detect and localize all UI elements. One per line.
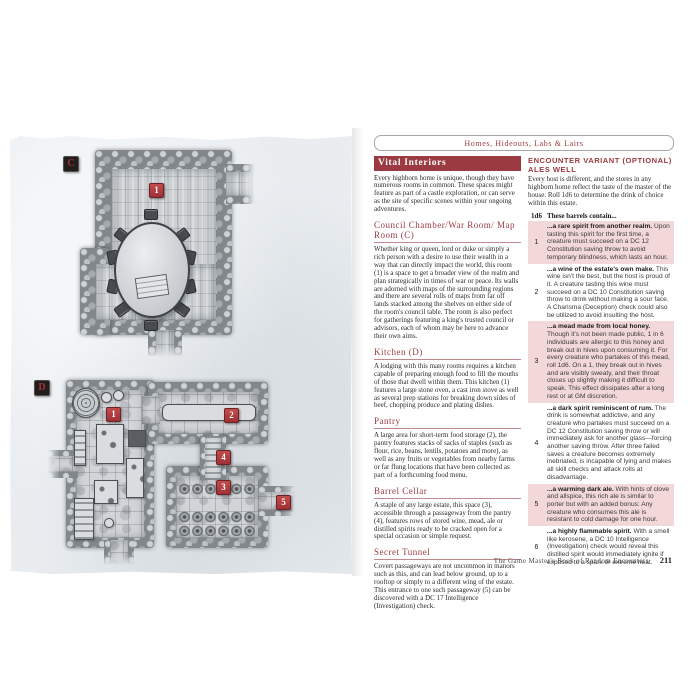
- table-header-row: 1d6 These barrels contain...: [528, 212, 674, 220]
- table-row-lead: ...a rare spirit from another realm.: [547, 223, 653, 231]
- table-header-result: These barrels contain...: [547, 212, 617, 221]
- table-roll-value: 3: [534, 358, 539, 366]
- prep-station: [96, 424, 124, 464]
- page-gutter-shadow: [352, 128, 364, 576]
- table-header-roll: 1d6: [531, 212, 542, 221]
- ales-table: 1 ...a rare spirit from another realm. U…: [528, 221, 674, 569]
- chair: [144, 320, 158, 331]
- pantry-table: [162, 404, 256, 421]
- wash-station: [126, 458, 144, 498]
- table-row-lead: ...a warming dark ale.: [547, 485, 614, 493]
- chair: [144, 209, 158, 220]
- map-d-marker-1: 1: [106, 407, 121, 422]
- storage-rack: [74, 498, 94, 540]
- map-d-marker-2: 2: [224, 408, 239, 423]
- cook-pot: [101, 392, 112, 403]
- map-c-south-corridor: [148, 330, 182, 358]
- running-header-ribbon: Homes, Hideouts, Labs & Lairs: [374, 135, 674, 151]
- section-body: Whether king or queen, lord or duke or s…: [374, 245, 519, 340]
- cook-pot: [113, 390, 124, 401]
- table-row-description: ...a wine of the estate's own make. This…: [545, 266, 674, 320]
- section-heading: Secret Tunnel: [374, 547, 521, 561]
- shelf: [74, 430, 86, 466]
- section-heading: Kitchen (D): [374, 347, 521, 360]
- stool: [104, 518, 114, 528]
- table-row-text: Though it's not been made public, 1 in 6…: [547, 331, 670, 400]
- text-section: Secret Tunnel Covert passageways are not…: [374, 547, 521, 610]
- section-heading: Barrel Cellar: [374, 486, 521, 499]
- table-row-description: ...a warming dark ale. With hints of clo…: [545, 486, 674, 525]
- section-body: A large area for short-term food storage…: [374, 431, 515, 479]
- text-section: Barrel Cellar A staple of any large esta…: [374, 486, 521, 542]
- kitchen-west-doorway: [46, 450, 78, 478]
- map-d-marker-5: 5: [276, 495, 291, 510]
- table-roll-value: 5: [534, 501, 539, 509]
- map-d-label: D: [34, 380, 50, 396]
- table-roll-value: 2: [534, 289, 539, 296]
- table-row-text: With hints of clove and allspice, this r…: [547, 485, 670, 524]
- council-table: [114, 222, 190, 318]
- map-c-marker-1: 1: [149, 183, 164, 198]
- table-row-text: Upon tasting this spirit for the first t…: [547, 223, 670, 261]
- map-c-label: C: [63, 156, 79, 172]
- table-roll-value: 4: [534, 439, 539, 447]
- prep-table: [94, 480, 118, 504]
- section-body: A staple of any large estate, this space…: [374, 500, 512, 541]
- table-row-text: The drink is somewhat addictive, and any…: [547, 404, 672, 481]
- table-row-text: This wine isn't the best, but the host i…: [547, 265, 670, 319]
- table-row-description: ...a rare spirit from another realm. Upo…: [545, 223, 674, 262]
- stone-oven: [72, 388, 100, 418]
- table-row: 6 ...a highly flammable spirit. With a s…: [528, 526, 674, 569]
- map-c-east-corridor: [226, 164, 256, 204]
- page-footer: The Game Master's Book of Random Encount…: [494, 550, 672, 568]
- table-row: 1 ...a rare spirit from another realm. U…: [528, 221, 674, 264]
- running-header-text: Homes, Hideouts, Labs & Lairs: [464, 138, 584, 148]
- text-section: Kitchen (D) A lodging with this many roo…: [374, 347, 521, 410]
- table-row: 2 ...a wine of the estate's own make. Th…: [528, 264, 674, 322]
- table-row-text: With a smell like kerosene, a DC 10 Inte…: [547, 528, 670, 566]
- left-text-column: Vital Interiors Every highborn home is u…: [374, 156, 521, 615]
- table-roll-value: 6: [534, 543, 539, 551]
- table-row: 4 ...a dark spirit reminiscent of rum. T…: [528, 403, 674, 484]
- table-row: 3 ...a mead made from local honey. Thoug…: [528, 321, 674, 403]
- section-body: A lodging with this many rooms requires …: [374, 361, 519, 410]
- section-heading: Council Chamber/War Room/ Map Room (C): [374, 220, 521, 244]
- right-text-column: Encounter Variant (Optional) Ales Well E…: [528, 156, 674, 569]
- table-row: 5 ...a warming dark ale. With hints of c…: [528, 483, 674, 527]
- encounter-variant-intro: Every host is different, and the stores …: [528, 175, 672, 208]
- kitchen-pantry-doorway: [142, 396, 160, 424]
- map-on-table: [134, 273, 170, 300]
- encounter-variant-line2: Ales Well: [528, 165, 577, 175]
- vital-interiors-intro: Every highborn home is unique, though th…: [374, 173, 515, 214]
- table-row-lead: ...a wine of the estate's own make.: [547, 265, 655, 273]
- text-section: Pantry A large area for short-term food …: [374, 416, 521, 479]
- encounter-variant-line1: Encounter Variant (Optional): [528, 156, 672, 165]
- page-number: 211: [659, 555, 672, 565]
- table-row-lead: ...a mead made from local honey.: [547, 323, 651, 331]
- section-heading: Pantry: [374, 416, 521, 430]
- barrel-row: [178, 510, 256, 536]
- sections-container: Council Chamber/War Room/ Map Room (C) W…: [374, 220, 521, 611]
- table-row-description: ...a highly flammable spirit. With a sme…: [545, 528, 674, 567]
- section-body: Covert passageways are not uncommon in m…: [374, 562, 515, 610]
- map-d-marker-3: 3: [216, 480, 231, 495]
- iron-stove: [128, 430, 146, 447]
- table-row-description: ...a mead made from local honey. Though …: [545, 323, 674, 400]
- text-section: Council Chamber/War Room/ Map Room (C) W…: [374, 220, 521, 341]
- table-row-description: ...a dark spirit reminiscent of rum. The…: [545, 405, 674, 482]
- table-roll-value: 1: [534, 238, 539, 246]
- table-row-lead: ...a highly flammable spirit.: [547, 528, 632, 536]
- vital-interiors-banner: Vital Interiors: [374, 156, 521, 171]
- encounter-variant-heading: Encounter Variant (Optional) Ales Well: [528, 156, 674, 174]
- table-row-lead: ...a dark spirit reminiscent of rum.: [547, 404, 653, 412]
- map-d-marker-4: 4: [216, 450, 231, 465]
- kitchen-south-doorway: [104, 540, 134, 566]
- book-title: The Game Master's Book of Random Encount…: [493, 557, 649, 565]
